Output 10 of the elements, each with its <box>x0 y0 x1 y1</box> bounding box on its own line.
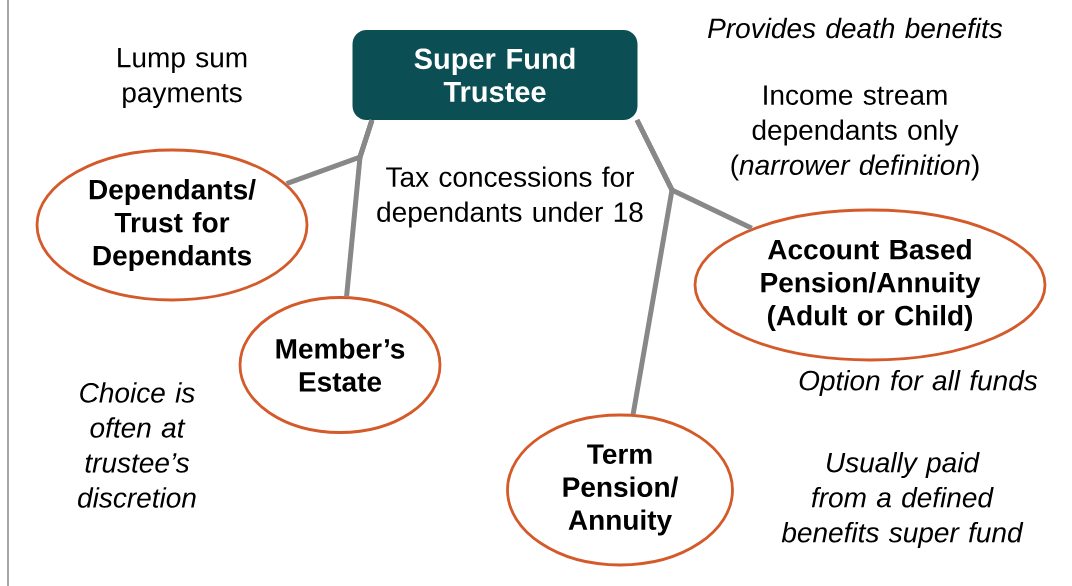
note-text: Lump sum payments <box>118 47 247 109</box>
note-text: Tax concessions for dependants under 18 <box>377 166 643 228</box>
connector-line <box>344 119 375 297</box>
note-text: Usually paid from a defined benefits super fund <box>781 451 1024 549</box>
trustee-box: Super Fund Trustee <box>352 30 638 120</box>
connector-line <box>630 118 675 415</box>
note-text: Provides death benefits <box>708 17 1003 39</box>
note-text: Option for all funds <box>799 369 1038 397</box>
note-text: Income stream dependants only (narrower definition) <box>731 85 979 181</box>
note-text: Choice is often at trustee’s discretion <box>78 382 196 508</box>
